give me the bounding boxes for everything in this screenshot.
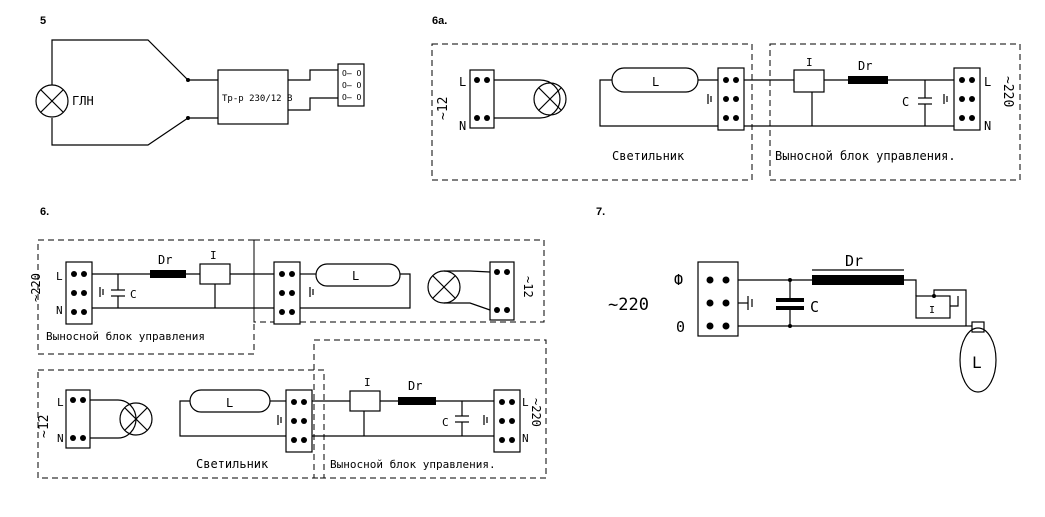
fig7-cap-label: C <box>810 298 819 316</box>
halogen-lamp-icon <box>35 84 69 118</box>
fig7-choke-label: Dr <box>845 252 863 270</box>
fig6-phase-top: L <box>56 270 63 283</box>
fig6-ignitor-top: I <box>210 249 217 262</box>
fig7-voltage: ~220 <box>608 295 649 315</box>
fig6a-neutral-left: N <box>459 119 466 133</box>
fig6-neutral-top: N <box>56 304 63 317</box>
fig5-label: 5 <box>40 15 46 27</box>
fig6a-remote-label: Выносной блок управления. <box>775 149 956 163</box>
fig6a-phase-right: L <box>984 75 991 89</box>
fig6-remote-bottom-label: Выносной блок управления. <box>330 458 496 471</box>
fig6a-choke-label: Dr <box>858 59 872 73</box>
fig7-ignitor-label: I <box>929 305 935 316</box>
fig7-neutral: 0 <box>676 318 685 336</box>
fig6-voltage-low-top: ~12 <box>521 276 535 298</box>
fig6-neutral-bottom-right: N <box>522 432 529 445</box>
fig6-cap-top: C <box>130 288 137 301</box>
fig6-ignitor-bottom: I <box>364 376 371 389</box>
fig6-phase-bottom-right: L <box>522 396 529 409</box>
fig6-choke-bottom: Dr <box>408 379 422 393</box>
fig6a-luminaire-label: Светильник <box>612 149 685 163</box>
fig5-circuit: O̶ O O̶ O O̶ O <box>35 39 365 146</box>
ignitor-box <box>793 69 825 93</box>
fig7-circuit <box>697 261 997 393</box>
fig6-voltage-high-bottom: ~220 <box>529 398 543 427</box>
fig6-lamp-top: L <box>352 269 359 283</box>
fig6-cap-bottom: C <box>442 416 449 429</box>
fig7-lamp-bulb <box>959 327 997 393</box>
fig6a-ignitor-label: I <box>806 56 813 69</box>
fig6a-lamp-icon <box>533 82 567 116</box>
fig6a-label: 6а. <box>432 15 447 27</box>
fig6-voltage-low-bottom: ~12 <box>37 415 52 438</box>
fig6-bottom-circuit <box>37 339 547 479</box>
fig6-choke-top: Dr <box>158 253 172 267</box>
fig6a-cap-label: C <box>902 95 909 109</box>
fig6-luminaire-label: Светильник <box>196 457 269 471</box>
choke <box>848 76 888 84</box>
fig7-terminal-block <box>697 261 739 337</box>
fig6a-phase-left: L <box>459 75 466 89</box>
fig7-choke <box>812 275 904 285</box>
luminaire-frame <box>431 43 753 181</box>
fig5-terminal-block <box>337 63 365 107</box>
fig6-top-circuit <box>37 239 545 355</box>
fig6-label: 6. <box>40 206 49 218</box>
fig6a-neutral-right: N <box>984 119 991 133</box>
fig6a-voltage-low: ~12 <box>436 97 451 120</box>
transformer-box <box>217 69 289 125</box>
svg-text:O̶ O: O̶ O <box>342 93 361 102</box>
fig6-neutral-bottom: N <box>57 432 64 445</box>
fig6a-voltage-high: ~220 <box>1000 76 1015 107</box>
fig7-label: 7. <box>596 206 605 218</box>
remote-block-frame <box>769 43 1021 181</box>
svg-text:O̶ O: O̶ O <box>342 81 361 90</box>
fig6a-lamp-label: L <box>652 75 659 89</box>
svg-text:O̶ O: O̶ O <box>342 69 361 78</box>
fig7-lamp-label: L <box>972 353 982 372</box>
lamp-label: ГЛН <box>72 94 94 108</box>
fig6-voltage-high-top: ~220 <box>29 273 43 302</box>
fig6-phase-bottom: L <box>57 396 64 409</box>
fig6-remote-top-label: Выносной блок управления <box>46 330 205 343</box>
fig7-phase: Ф <box>674 271 683 289</box>
fig6-lamp-bottom: L <box>226 396 233 410</box>
transformer-label: Тр-р 230/12 В <box>222 94 292 104</box>
fig6a-circuit <box>431 43 1021 181</box>
